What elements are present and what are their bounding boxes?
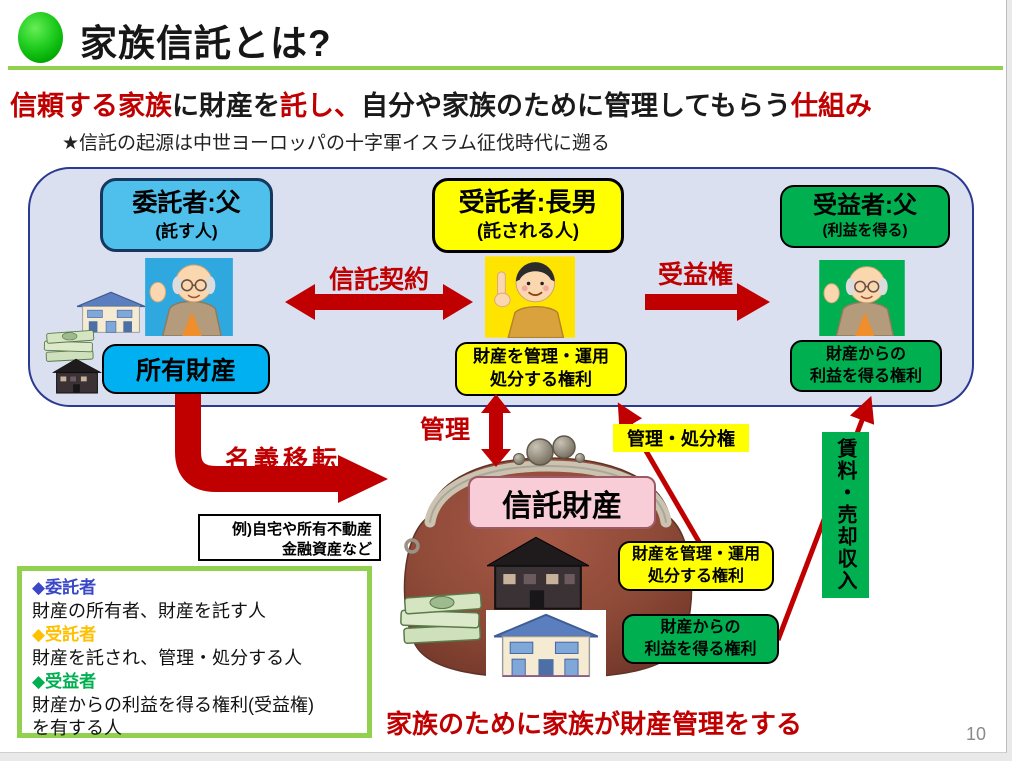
trustee-title: 受託者:長男 — [458, 186, 598, 217]
example-assets-box: 例)自宅や所有不動産 金融資産など — [198, 514, 381, 561]
trust-contract-label: 信託契約 — [329, 266, 430, 294]
beneficiary-title: 受益者:父 — [813, 191, 917, 219]
origin-note: ★信託の起源は中世ヨーロッパの十字軍イスラム征伐時代に遡る — [62, 133, 610, 154]
headline-segment: 自分や家族のために管理してもらう — [361, 91, 791, 121]
name-transfer-label: 名義移転 — [225, 446, 342, 474]
green-ball-icon — [18, 12, 63, 63]
beneficiary-right-label: 受益権 — [658, 261, 734, 289]
headline-segment: 仕組み — [790, 91, 872, 121]
headline: 信頼する家族に財産を託し、自分や家族のために管理してもらう仕組み — [10, 84, 872, 123]
dark-house-icon — [485, 535, 590, 611]
beneficiary-box: 受益者:父 (利益を得る) — [780, 185, 950, 248]
legend-desc-beneficiary: 財産からの利益を得る権利(受益権) を有する人 — [32, 695, 314, 738]
trust-assets-box: 信託財産 — [468, 476, 656, 529]
trustee-subtitle: (託される人) — [477, 221, 579, 242]
money-icon — [40, 324, 98, 364]
rent-sale-income-box: 賃料・売却収入 — [822, 432, 869, 598]
beneficiary-subtitle: (利益を得る) — [822, 222, 908, 240]
manage-dispose-right-box: 財産を管理・運用 処分する権利 — [455, 342, 627, 396]
headline-segment: に財産を — [172, 91, 280, 121]
profit-right-box: 財産からの 利益を得る権利 — [790, 340, 942, 392]
headline-segment: 託し、 — [280, 91, 361, 121]
house-icon — [74, 290, 148, 334]
legend-desc-trustee: 財産を託され、管理・処分する人 — [32, 648, 303, 668]
legend-term-beneficiary: ◆受益者 — [32, 672, 97, 691]
father-illustration — [145, 258, 233, 336]
legend-term-trustor: ◆委託者 — [32, 578, 97, 597]
manage-dispose-right-box: 財産を管理・運用 処分する権利 — [618, 541, 774, 591]
money-icon — [396, 580, 486, 650]
owned-assets-box: 所有財産 — [102, 344, 270, 394]
footer-message: 家族のために家族が財産管理をする — [386, 709, 803, 739]
roles-legend-box: ◆委託者 財産の所有者、財産を託す人 ◆受託者 財産を託され、管理・処分する人 … — [17, 566, 372, 738]
son-illustration — [485, 256, 575, 338]
legend-term-trustee: ◆受託者 — [32, 625, 97, 644]
manage-label: 管理 — [420, 416, 471, 444]
profit-right-box: 財産からの 利益を得る権利 — [622, 614, 779, 664]
trustor-title: 委託者:父 — [132, 188, 241, 217]
page-title: 家族信託とは? — [80, 23, 332, 64]
dark-house-icon — [51, 358, 102, 394]
name-transfer-arrowhead — [338, 455, 388, 503]
trustor-box: 委託者:父 (託す人) — [100, 178, 273, 252]
title-underline — [8, 66, 1003, 70]
house-icon — [486, 610, 606, 680]
beneficiary-father-illustration — [818, 260, 906, 336]
legend-desc-trustor: 財産の所有者、財産を託す人 — [32, 601, 266, 621]
manage-dispose-tag: 管理・処分権 — [613, 424, 749, 452]
trustor-subtitle: (託す人) — [155, 221, 218, 241]
trustee-box: 受託者:長男 (託される人) — [432, 178, 624, 253]
headline-segment: 信頼する家族 — [10, 91, 172, 121]
page-number: 10 — [966, 724, 987, 744]
